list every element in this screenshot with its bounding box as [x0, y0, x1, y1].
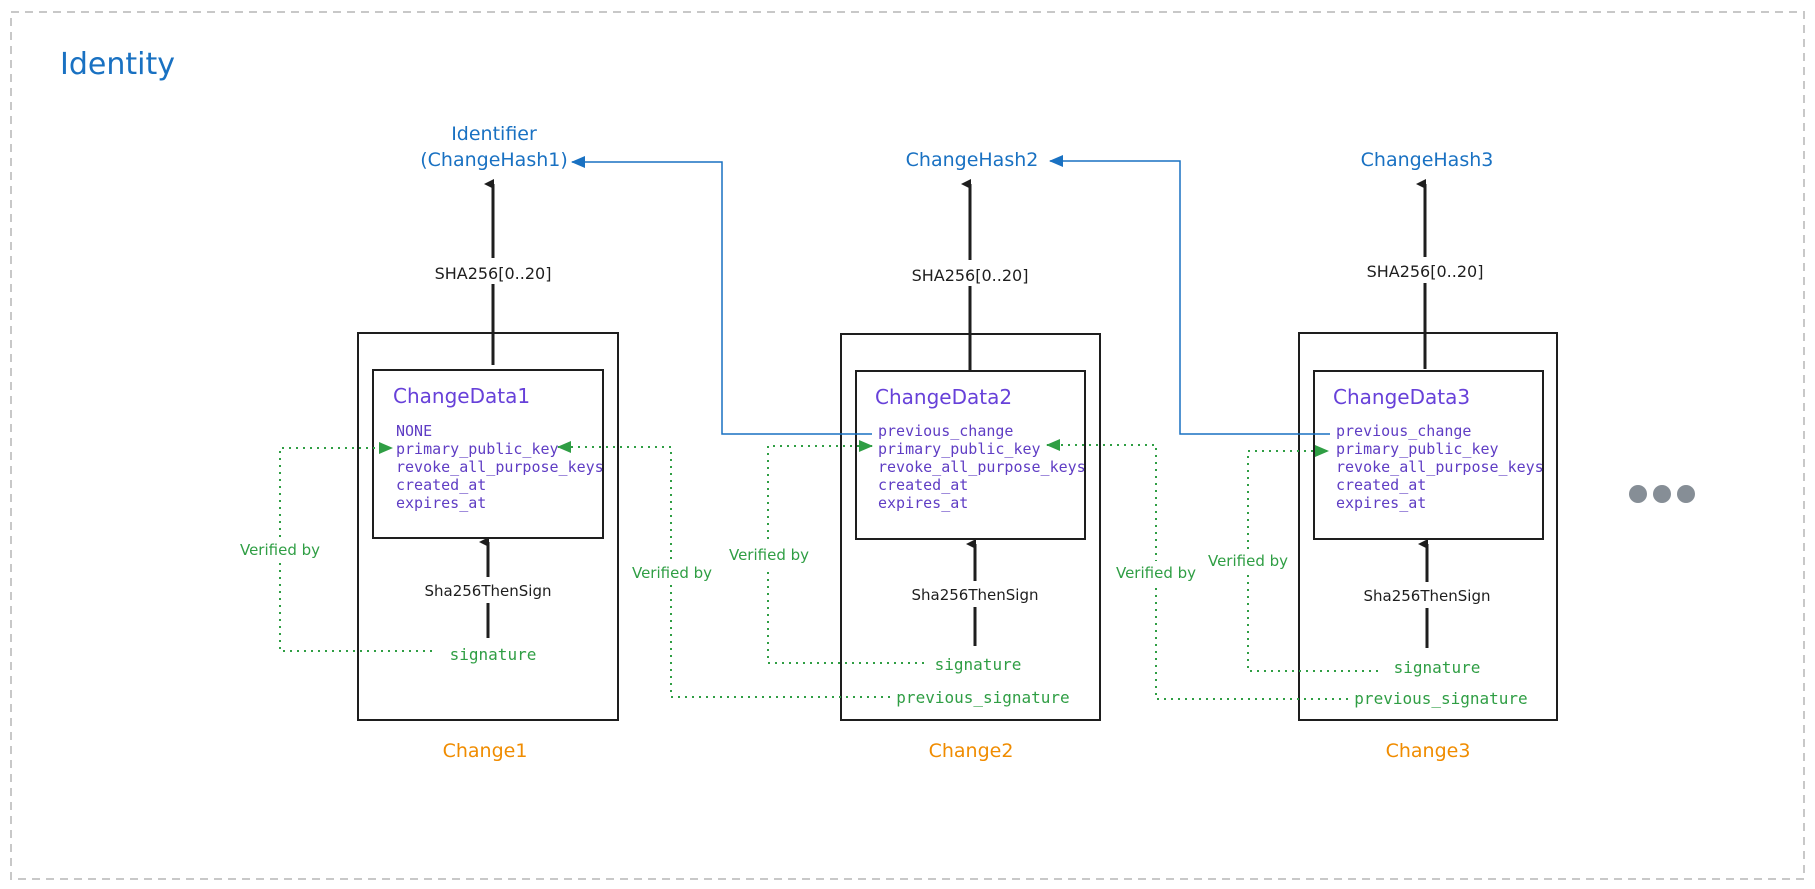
change-1-signature: signature — [450, 645, 537, 664]
change-2-previous-change-link — [571, 156, 872, 435]
ellipsis-dots-icon — [1629, 485, 1695, 503]
change-1-hash-op: SHA256[0..20] — [435, 264, 552, 283]
change-3-previous-change-link — [1049, 155, 1330, 435]
change-3-signature: signature — [1394, 658, 1481, 677]
change-data-2-field: created_at — [878, 476, 968, 494]
change-2-label: Change2 — [929, 740, 1014, 762]
change-1-group: Identifier (ChangeHash1) SHA256[0..20] C… — [234, 123, 619, 762]
change-1-hash-label-line2: (ChangeHash1) — [420, 149, 568, 171]
diagram-frame — [10, 11, 1805, 880]
change-data-3-field: previous_change — [1336, 422, 1471, 440]
change-data-3-title: ChangeData3 — [1333, 385, 1470, 409]
change-2-signature: signature — [935, 655, 1022, 674]
change-data-1-field: primary_public_key — [396, 440, 559, 458]
change-2-hash-op: SHA256[0..20] — [912, 266, 1029, 285]
change-data-3-field: expires_at — [1336, 494, 1426, 512]
change-data-3-box — [1313, 370, 1544, 540]
change-1-hash-label-line1: Identifier — [451, 123, 537, 145]
change-2-verified-by: Verified by — [729, 546, 809, 564]
change-data-3-field: created_at — [1336, 476, 1426, 494]
change-1-verified-by: Verified by — [240, 541, 320, 559]
change-3-group: ChangeHash3 SHA256[0..20] ChangeData3 pr… — [1046, 149, 1558, 762]
change-1-label: Change1 — [443, 740, 528, 762]
change-3-hash-label: ChangeHash3 — [1361, 149, 1494, 171]
change-3-previous-signature: previous_signature — [1354, 689, 1527, 708]
change-1-sign-op: Sha256ThenSign — [425, 582, 552, 600]
change-2-hash-label: ChangeHash2 — [906, 149, 1039, 171]
change-data-1-field: NONE — [396, 422, 432, 440]
change-2-group: ChangeHash2 SHA256[0..20] ChangeData2 pr… — [557, 149, 1101, 762]
change-data-2-field: primary_public_key — [878, 440, 1041, 458]
change-data-3-field: primary_public_key — [1336, 440, 1499, 458]
change-2-sign-op: Sha256ThenSign — [912, 586, 1039, 604]
change-3-verified-by: Verified by — [1208, 552, 1288, 570]
change-3-box — [1298, 332, 1558, 721]
change-data-1-title: ChangeData1 — [393, 384, 530, 408]
change-3-label: Change3 — [1386, 740, 1471, 762]
change-2-verify-link — [767, 440, 924, 664]
change-3-sign-op: Sha256ThenSign — [1364, 587, 1491, 605]
change-data-3-field: revoke_all_purpose_keys — [1336, 458, 1544, 476]
change-data-2-field: previous_change — [878, 422, 1013, 440]
change-data-2-field: expires_at — [878, 494, 968, 512]
change-2-box — [840, 333, 1101, 721]
change-data-2-field: revoke_all_purpose_keys — [878, 458, 1086, 476]
diagram-title: Identity — [60, 47, 175, 82]
change-2-previous-verified-by: Verified by — [632, 564, 712, 582]
change-data-1-field: created_at — [396, 476, 486, 494]
change-3-hash-op: SHA256[0..20] — [1367, 262, 1484, 281]
change-data-1-field: revoke_all_purpose_keys — [396, 458, 604, 476]
change-3-previous-verified-by: Verified by — [1116, 564, 1196, 582]
change-2-previous-signature: previous_signature — [896, 688, 1069, 707]
change-data-1-field: expires_at — [396, 494, 486, 512]
change-1-box — [357, 332, 619, 721]
change-data-2-title: ChangeData2 — [875, 385, 1012, 409]
